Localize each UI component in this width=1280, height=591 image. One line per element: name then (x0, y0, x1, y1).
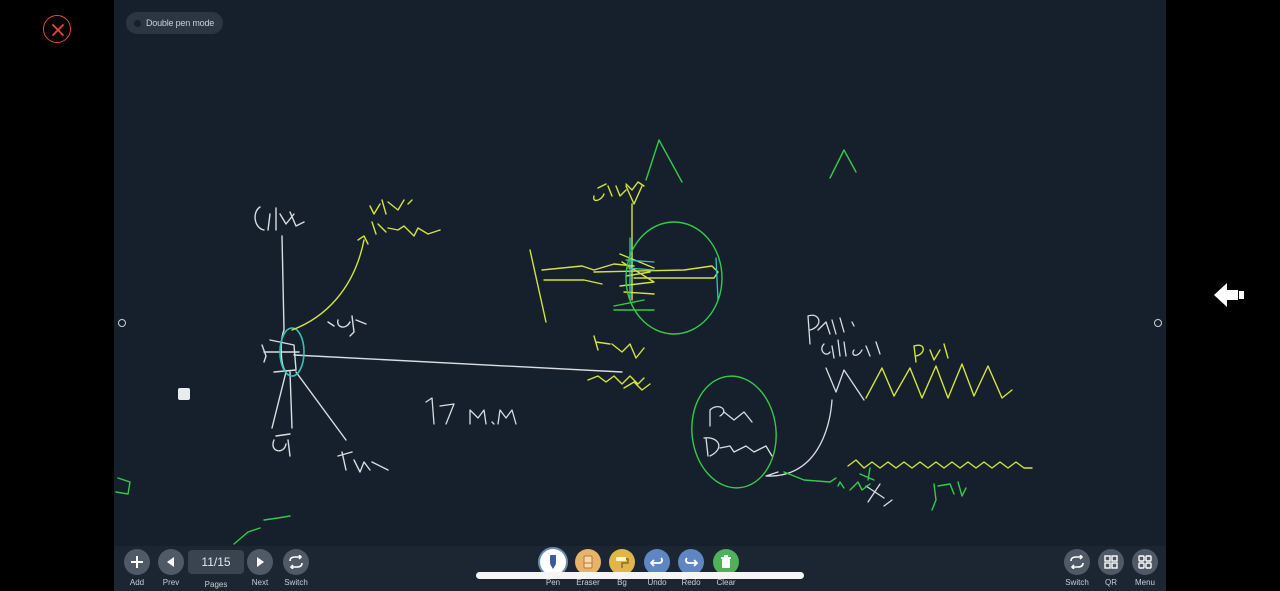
redo-icon (678, 549, 704, 575)
toggle-dot-icon (134, 19, 141, 27)
redo-label: Redo (681, 578, 701, 587)
prev-page-button[interactable]: Prev (155, 549, 187, 591)
page-indicator[interactable]: 11/15 (188, 550, 244, 574)
handwritten-sketch (115, 139, 1033, 545)
pen-tool-button[interactable]: Pen (537, 549, 569, 591)
undo-label: Undo (647, 578, 667, 587)
lens-diagram-green (613, 139, 857, 335)
menu-label: Menu (1134, 578, 1155, 587)
right-diagram-yellow (847, 343, 1033, 469)
back-arrow-icon[interactable] (1212, 281, 1246, 309)
eraser-icon (575, 549, 601, 575)
switch-button[interactable]: Switch (280, 549, 312, 591)
home-indicator-bar[interactable] (476, 572, 804, 579)
pen-icon (540, 549, 566, 575)
triangle-left-icon (158, 549, 184, 575)
cycle-arrows-icon (1064, 549, 1090, 575)
triangle-right-icon (247, 549, 273, 575)
next-page-button[interactable]: Next (244, 549, 276, 591)
left-edge-handle[interactable] (118, 319, 126, 327)
switch2-label: Switch (1065, 578, 1089, 587)
close-button[interactable] (43, 15, 71, 43)
pen-label: Pen (545, 578, 561, 587)
whiteboard-canvas[interactable]: Double pen mode (114, 0, 1166, 591)
bottom-toolbar: Add Prev 11/15 Pages Next Switch (114, 546, 1166, 591)
close-icon (52, 24, 64, 36)
prev-label: Prev (162, 578, 180, 587)
menu-button[interactable]: Menu (1129, 549, 1161, 591)
pages-label: Pages (204, 580, 228, 589)
bg-label: Bg (617, 578, 627, 587)
qr-label: QR (1105, 578, 1117, 587)
switch-label: Switch (284, 578, 308, 587)
double-pen-mode-toggle[interactable]: Double pen mode (126, 12, 224, 34)
pen-mode-label: Double pen mode (146, 18, 215, 28)
undo-icon (644, 549, 670, 575)
background-tool-button[interactable]: Bg (606, 549, 638, 591)
eraser-tool-button[interactable]: Eraser (572, 549, 604, 591)
trash-icon (713, 549, 739, 575)
eye-diagram-white (254, 206, 623, 473)
add-page-button[interactable]: Add (121, 549, 153, 591)
undo-button[interactable]: Undo (641, 549, 673, 591)
add-label: Add (129, 578, 145, 587)
lens-diagram-yellow (529, 181, 719, 391)
redo-button[interactable]: Redo (675, 549, 707, 591)
cornea-ellipse (279, 327, 305, 377)
menu-grid-icon (1132, 549, 1158, 575)
measurement-strokes (425, 397, 517, 425)
clear-button[interactable]: Clear (710, 549, 742, 591)
right-diagram-green (115, 375, 967, 545)
eraser-label: Eraser (576, 578, 600, 587)
right-diagram-white (703, 314, 893, 507)
selection-handle[interactable] (178, 388, 190, 400)
right-edge-handle[interactable] (1154, 319, 1162, 327)
plus-icon (124, 549, 150, 575)
clear-label: Clear (716, 578, 736, 587)
cycle-arrows-icon (283, 549, 309, 575)
qr-grid-icon (1098, 549, 1124, 575)
switch-side-button[interactable]: Switch (1061, 549, 1093, 591)
qr-button[interactable]: QR (1095, 549, 1127, 591)
lens-diagram-cyan (625, 237, 719, 301)
eye-diagram-yellow (291, 199, 441, 331)
next-label: Next (251, 578, 269, 587)
paint-roller-icon (609, 549, 635, 575)
